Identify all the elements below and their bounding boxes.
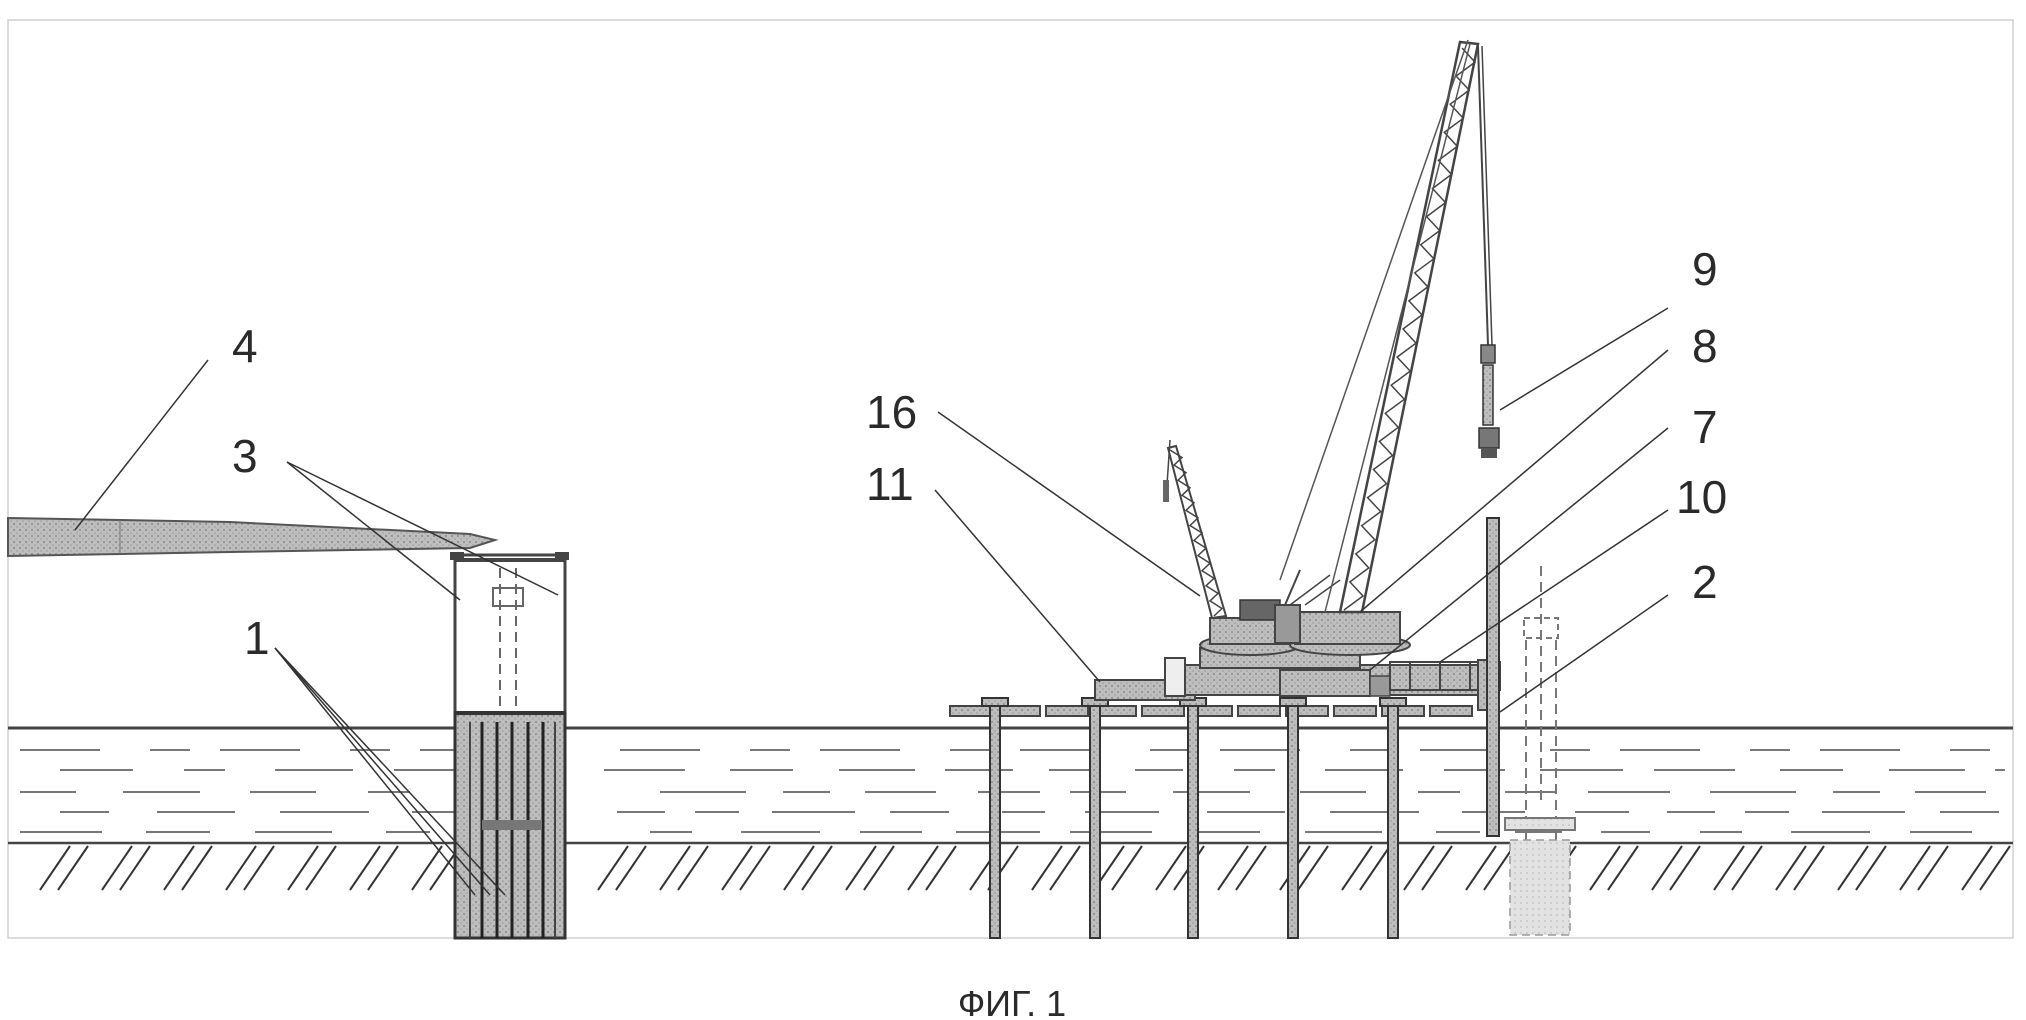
label-4: 4 (232, 320, 258, 372)
label-10: 10 (1676, 471, 1727, 523)
water-body (8, 726, 2013, 845)
leader-lines (74, 307, 1669, 896)
label-16: 16 (866, 386, 917, 438)
guide-pile-2 (1486, 517, 1500, 837)
foundation-structure (7, 516, 569, 940)
label-2: 2 (1692, 556, 1718, 608)
drawing-frame (7, 19, 2014, 939)
hammer-9 (1482, 364, 1494, 426)
label-11: 11 (866, 458, 914, 510)
figure-caption: ФИГ. 1 (958, 983, 1066, 1020)
blade-4 (7, 516, 499, 558)
label-9: 9 (1692, 243, 1718, 295)
large-crane-8 (1274, 39, 1500, 656)
platform-structure (949, 39, 1576, 939)
label-1: 1 (244, 612, 270, 664)
seabed-hatching (39, 845, 2011, 891)
support-frame-3 (453, 553, 567, 715)
label-8: 8 (1692, 320, 1718, 372)
label-7: 7 (1692, 401, 1718, 453)
label-3: 3 (232, 430, 258, 482)
